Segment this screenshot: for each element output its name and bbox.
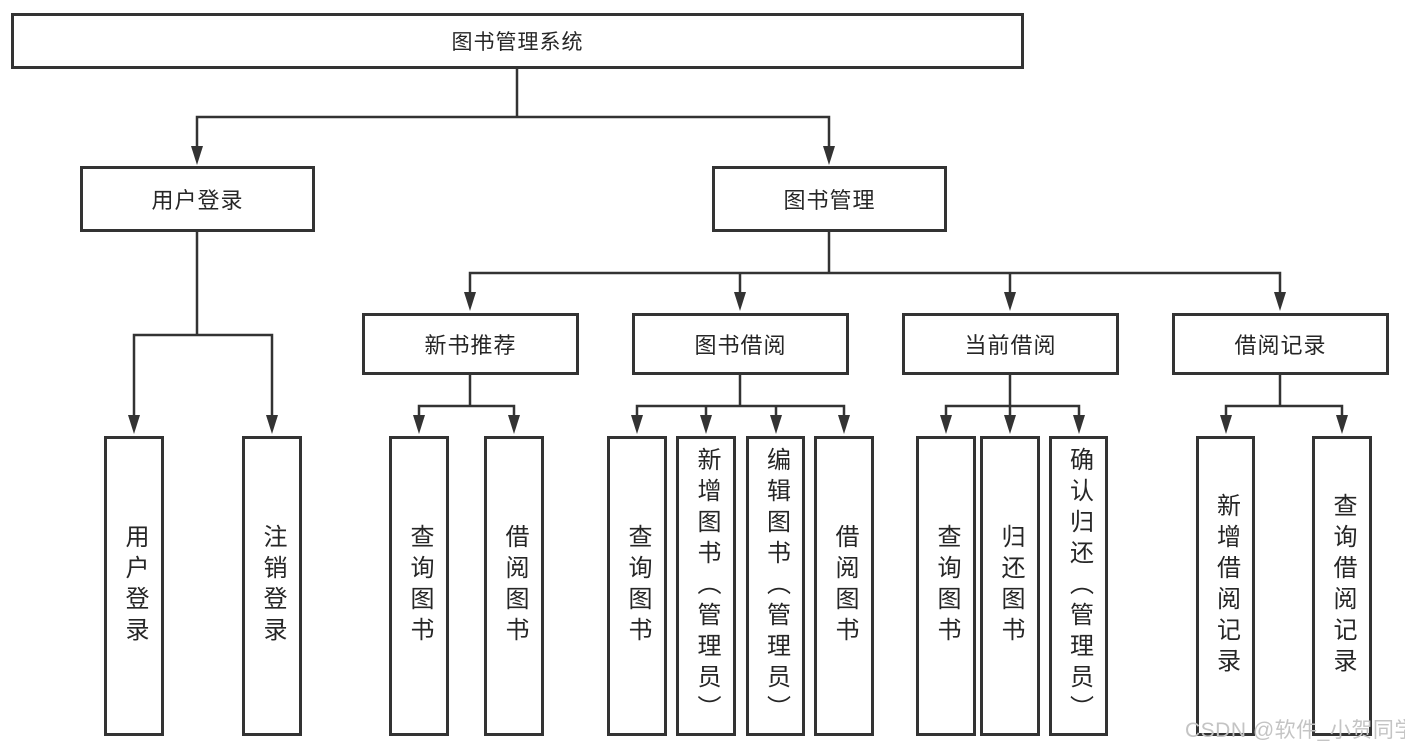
leaf-logout: 注销登录 [242,436,302,736]
leaf-query-books-current: 查询图书 [916,436,976,736]
connector-borrowing-records-children [1220,375,1348,434]
connector-book-management-children [464,232,1286,311]
connector-current-borrowing-children [940,375,1085,434]
node-user-login: 用户登录 [80,166,315,232]
leaf-user-login: 用户登录 [104,436,164,736]
connector-new-book-recommendation-children [413,375,520,434]
leaf-borrow-books: 借阅图书 [814,436,874,736]
leaf-query-borrow-record: 查询借阅记录 [1312,436,1372,736]
connector-book-borrowing-children [631,375,850,434]
connector-root-to-level2 [191,68,835,165]
node-new-book-recommendation: 新书推荐 [362,313,579,375]
leaf-query-books-borrowing: 查询图书 [607,436,667,736]
csdn-watermark: CSDN @软件_小贺同学 [1185,719,1405,742]
node-borrowing-records: 借阅记录 [1172,313,1389,375]
leaf-confirm-return-admin: 确认归还（管理员） [1049,436,1108,736]
leaf-add-borrow-record: 新增借阅记录 [1196,436,1255,736]
leaf-borrow-books-recommend: 借阅图书 [484,436,544,736]
node-library-management-system: 图书管理系统 [11,13,1024,69]
leaf-add-books-admin: 新增图书（管理员） [676,436,736,736]
node-current-borrowing: 当前借阅 [902,313,1119,375]
leaf-query-books-recommend: 查询图书 [389,436,449,736]
node-book-borrowing: 图书借阅 [632,313,849,375]
leaf-return-books: 归还图书 [980,436,1040,736]
node-book-management: 图书管理 [712,166,947,232]
connector-user-login-children [128,232,278,434]
leaf-edit-books-admin: 编辑图书（管理员） [746,436,805,736]
